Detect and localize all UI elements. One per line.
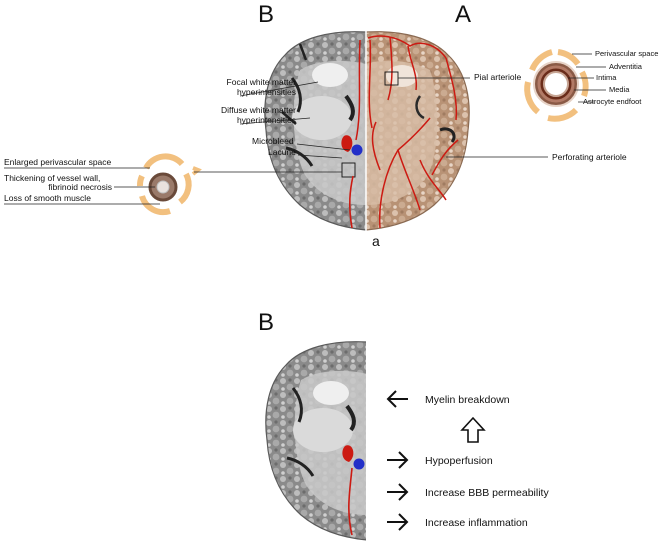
diseased-vessel-cross-section (137, 153, 202, 216)
panel-letter-b-bottom: B (258, 309, 274, 336)
microbleed-dot (351, 144, 363, 156)
label-astrocyte-endfoot: Astrocyte endfoot (583, 97, 642, 106)
label-diffuse-wmh-2: hyperintensities (237, 115, 296, 125)
diffuse-wmh (292, 96, 352, 140)
label-thickening-2: fibrinoid necrosis (48, 182, 112, 192)
label-perivascular-space: Perivascular space (595, 49, 658, 58)
label-focal-wmh-1: Focal white matter (227, 77, 297, 87)
label-lacune: Lacune (268, 147, 296, 157)
sublabel-a: a (372, 233, 380, 249)
label-perforating-arteriole: Perforating arteriole (552, 152, 627, 162)
label-enlarged-pvs: Enlarged perivascular space (4, 157, 112, 167)
lacune-box (341, 162, 356, 178)
arrow-right-bbb (387, 483, 409, 501)
healthy-vessel-cross-section (524, 49, 589, 122)
mech-myelin-breakdown: Myelin breakdown (425, 394, 510, 406)
pial-box (384, 71, 399, 86)
top-panel: B A (4, 1, 658, 249)
brain-diseased-half (264, 31, 366, 231)
focal-wmh (312, 63, 348, 87)
label-adventitia: Adventitia (609, 62, 643, 71)
panel-letter-b-top: B (258, 1, 274, 28)
brain-healthy-half (366, 31, 470, 231)
label-media: Media (609, 85, 630, 94)
mech-bbb-permeability: Increase BBB permeability (425, 487, 549, 499)
microbleed-dot-bottom (353, 458, 365, 470)
label-diffuse-wmh-1: Diffuse white matter (221, 105, 296, 115)
arrow-right-hypoperfusion (387, 451, 409, 469)
label-intima: Intima (596, 73, 617, 82)
mech-inflammation: Increase inflammation (425, 517, 528, 529)
label-focal-wmh-2: hyperintensities (237, 87, 296, 97)
red-lesion (341, 135, 353, 152)
arteriole-tree (367, 35, 459, 229)
label-smooth-muscle: Loss of smooth muscle (4, 193, 91, 203)
mech-hypoperfusion: Hypoperfusion (425, 455, 493, 467)
label-thickening-1: Thickening of vessel wall, (4, 173, 100, 183)
arrow-right-inflammation (387, 513, 409, 531)
hollow-up-arrow (460, 416, 486, 443)
panel-letter-a-top: A (455, 1, 471, 28)
mechanism-arrows (386, 390, 409, 531)
arrow-left-myelin (386, 390, 408, 408)
label-pial-arteriole: Pial arteriole (474, 72, 522, 82)
bottom-panel: B Myelin breakdown Hypoperfusion Increas… (258, 309, 549, 545)
label-microbleed: Microbleed (252, 136, 294, 146)
brain-diseased-half-bottom (265, 341, 367, 541)
